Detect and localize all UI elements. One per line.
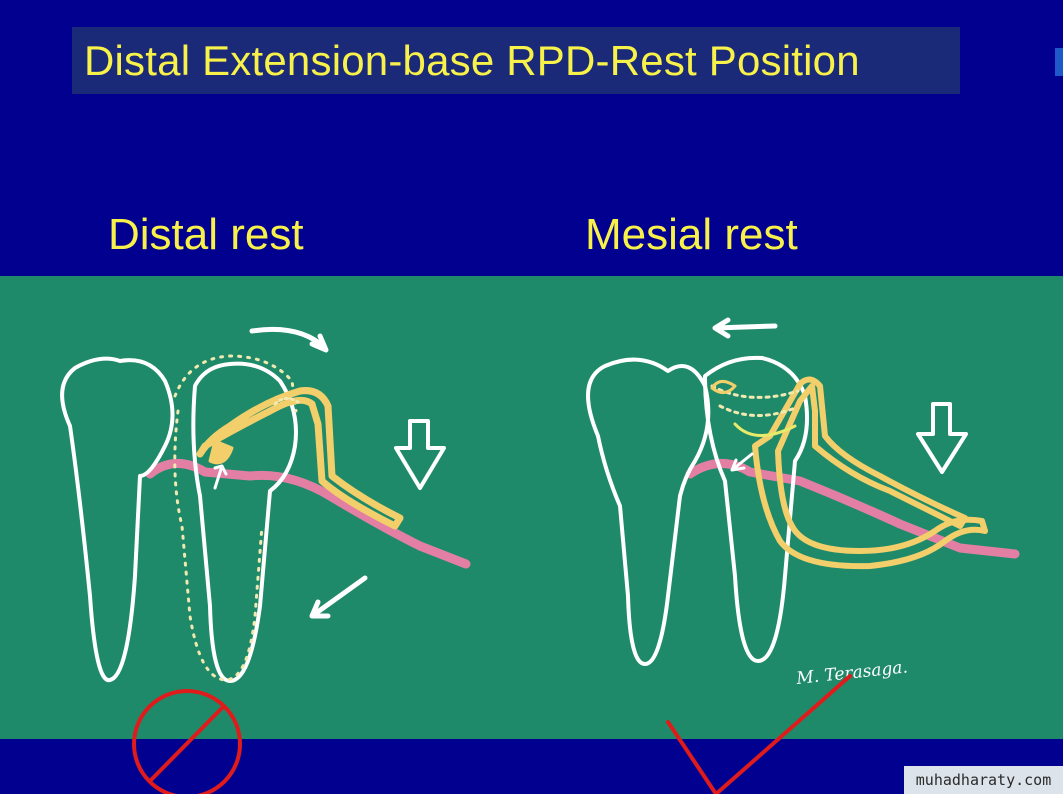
rest-seat-left [273,397,300,406]
left-arrow-right [712,317,778,339]
mesial-rest-label: Mesial rest [585,210,798,259]
minor-connector-right [733,422,797,437]
tooth-abutment-left [191,361,298,683]
mesial-rest-diagram: M. Terasaga. [586,317,1020,689]
down-arrow-left [394,419,446,490]
gingiva-right [685,459,1020,559]
dental-illustration: M. Terasaga. [60,317,1020,689]
small-arrow-left [213,464,228,490]
tooth-molar-left [60,356,175,683]
illustration-panel: M. Terasaga. [0,276,1063,739]
edge-marker [1055,48,1063,76]
tooth-displaced-outline [173,354,298,682]
rest-seat-right [710,384,800,418]
small-arrow-right [730,452,754,472]
distal-rest-label: Distal rest [108,210,304,259]
tooth-abutment-right [703,355,809,663]
watermark: muhadharaty.com [904,766,1063,794]
curved-arrow-left [249,326,328,351]
framework-right [752,376,988,570]
distal-rest-diagram [60,326,471,683]
title-box: Distal Extension-base RPD-Rest Position [72,27,960,94]
rest-right [710,380,737,394]
diag-arrow-left [309,575,368,619]
artist-signature: M. Terasaga. [794,657,908,689]
tooth-molar-right [586,357,711,666]
down-arrow-right [916,402,968,474]
rest-left [208,439,234,465]
framework-left [196,387,404,530]
gingiva-left [145,459,471,569]
curved-arrow-head-left [309,333,329,353]
slide-title: Distal Extension-base RPD-Rest Position [84,36,860,84]
